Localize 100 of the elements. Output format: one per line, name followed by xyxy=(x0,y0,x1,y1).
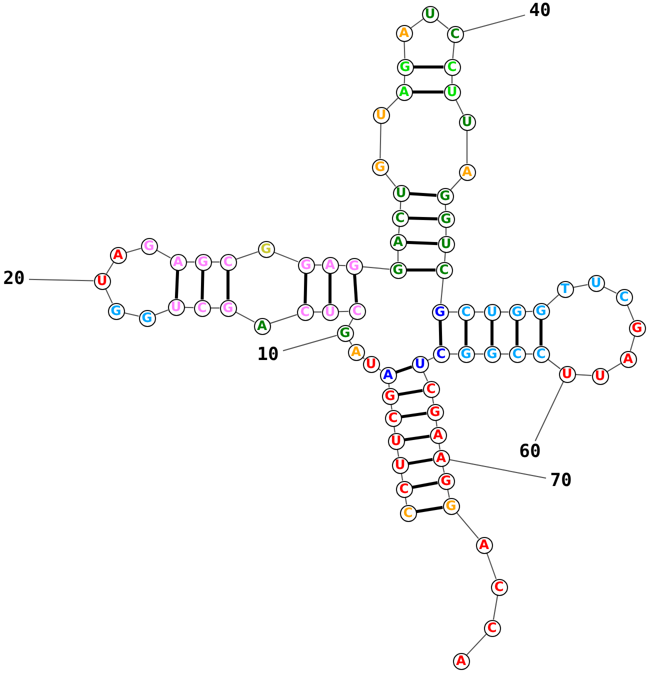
backbone-line xyxy=(154,310,169,316)
backbone-line xyxy=(156,250,172,258)
nucleotide-circle: G xyxy=(346,258,362,274)
nucleotide-circle: C xyxy=(484,620,500,636)
backbone-line xyxy=(450,178,462,190)
nucleotide-circle: C xyxy=(392,210,408,226)
nucleotide-circle: G xyxy=(372,158,388,176)
backbone-line xyxy=(626,304,634,321)
backbone-line xyxy=(348,318,354,326)
backbone-line xyxy=(124,312,140,317)
backbone-line xyxy=(314,264,322,266)
nucleotide-circle: A xyxy=(380,366,396,384)
nucleotide-circle: C xyxy=(384,410,402,426)
base-pair-line xyxy=(328,274,332,304)
backbone-line xyxy=(273,252,299,262)
nucleotide-circle: C xyxy=(422,380,440,398)
backbone-line xyxy=(444,252,446,262)
nucleotide-circle: U xyxy=(558,366,576,382)
base-pair-line xyxy=(464,320,468,346)
nucleotide-circle: C xyxy=(532,346,550,362)
leader-line xyxy=(448,459,546,479)
base-pair-line xyxy=(401,412,427,418)
nucleotide-circle: G xyxy=(382,388,398,404)
base-pair-line xyxy=(540,320,542,346)
nucleotide-circle: A xyxy=(396,84,412,100)
nucleotide-circle: U xyxy=(458,114,476,130)
nucleotide-circle: U xyxy=(422,6,438,22)
backbone-line xyxy=(105,288,113,304)
backbone-line xyxy=(106,262,114,274)
backbone-line xyxy=(466,130,468,164)
base-pair-line xyxy=(353,274,358,303)
nucleotide-circle: C xyxy=(296,304,314,320)
nucleotide-circle: U xyxy=(438,236,454,252)
backbone-line xyxy=(404,41,406,59)
nucleotide-circle: G xyxy=(532,302,550,320)
backbone-line xyxy=(362,266,390,270)
backbone-line xyxy=(390,404,392,410)
nucleotide-circle: U xyxy=(412,356,428,372)
backbone-line xyxy=(404,75,406,84)
leader-line xyxy=(534,381,564,442)
backbone-line xyxy=(184,306,194,308)
nucleotide-circle: A xyxy=(396,24,412,42)
nucleotide-circle: C xyxy=(446,26,464,42)
base-pair-line xyxy=(406,240,438,246)
backbone-line xyxy=(338,310,349,312)
backbone-line xyxy=(400,472,404,482)
backbone-line xyxy=(630,336,636,352)
backbone-line xyxy=(404,496,408,506)
nucleotide-circle: A xyxy=(458,164,476,180)
nucleotide-circle: G xyxy=(438,472,454,490)
base-pair-line xyxy=(396,365,412,374)
nucleotide-circle: C xyxy=(194,300,210,316)
nucleotide-circle: A xyxy=(322,256,338,274)
backbone-line xyxy=(455,99,464,115)
nucleotide-circle: A xyxy=(432,450,450,466)
base-pair-line xyxy=(516,320,518,346)
nucleotide-circle: G xyxy=(258,240,274,258)
base-pair-line xyxy=(226,270,230,300)
position-number: 70 xyxy=(547,471,575,491)
base-pair-line xyxy=(412,90,444,94)
nucleotide-circle: G xyxy=(628,320,646,336)
position-number: 20 xyxy=(0,269,28,289)
leader-line xyxy=(462,14,526,32)
nucleotide-circle: G xyxy=(298,256,314,274)
nucleotide-circle: A xyxy=(348,344,364,360)
nucleotide-circle: U xyxy=(392,184,410,202)
base-pair-line xyxy=(409,192,437,197)
base-pair-line xyxy=(414,66,444,68)
nucleotide-circle: U xyxy=(588,274,604,292)
nucleotide-circle: T xyxy=(556,280,574,298)
nucleotide-circle: U xyxy=(168,298,184,316)
nucleotide-circle: A xyxy=(110,246,126,264)
base-pair-line xyxy=(304,273,308,304)
nucleotide-circle: C xyxy=(432,346,450,362)
nucleotide-circle: U xyxy=(94,272,110,290)
nucleotide-circle: G xyxy=(426,404,444,420)
backbone-line xyxy=(466,634,487,656)
base-pair-line xyxy=(174,270,180,299)
backbone-line xyxy=(452,42,455,60)
base-pair-line xyxy=(490,320,494,346)
nucleotide-circle: G xyxy=(108,302,124,320)
base-pair-line xyxy=(416,506,443,514)
position-number: 10 xyxy=(254,345,282,365)
backbone-line xyxy=(440,278,444,304)
backbone-line xyxy=(384,173,396,187)
nucleotide-circle: A xyxy=(452,652,470,670)
nucleotide-circle: C xyxy=(348,302,366,320)
nucleotide-circle: A xyxy=(170,254,186,270)
backbone-line xyxy=(436,18,449,30)
backbone-line xyxy=(422,371,428,382)
backbone-line xyxy=(380,123,382,159)
position-number: 60 xyxy=(516,442,544,462)
leader-line xyxy=(28,278,94,282)
nucleotide-circle: G xyxy=(138,310,156,326)
nucleotide-circle: G xyxy=(442,498,460,514)
nucleotide-circle: G xyxy=(484,346,500,362)
nucleotide-circle: G xyxy=(194,254,212,270)
backbone-line xyxy=(546,294,560,306)
nucleotide-circle: A xyxy=(620,350,636,368)
nucleotide-circle: G xyxy=(336,324,354,342)
